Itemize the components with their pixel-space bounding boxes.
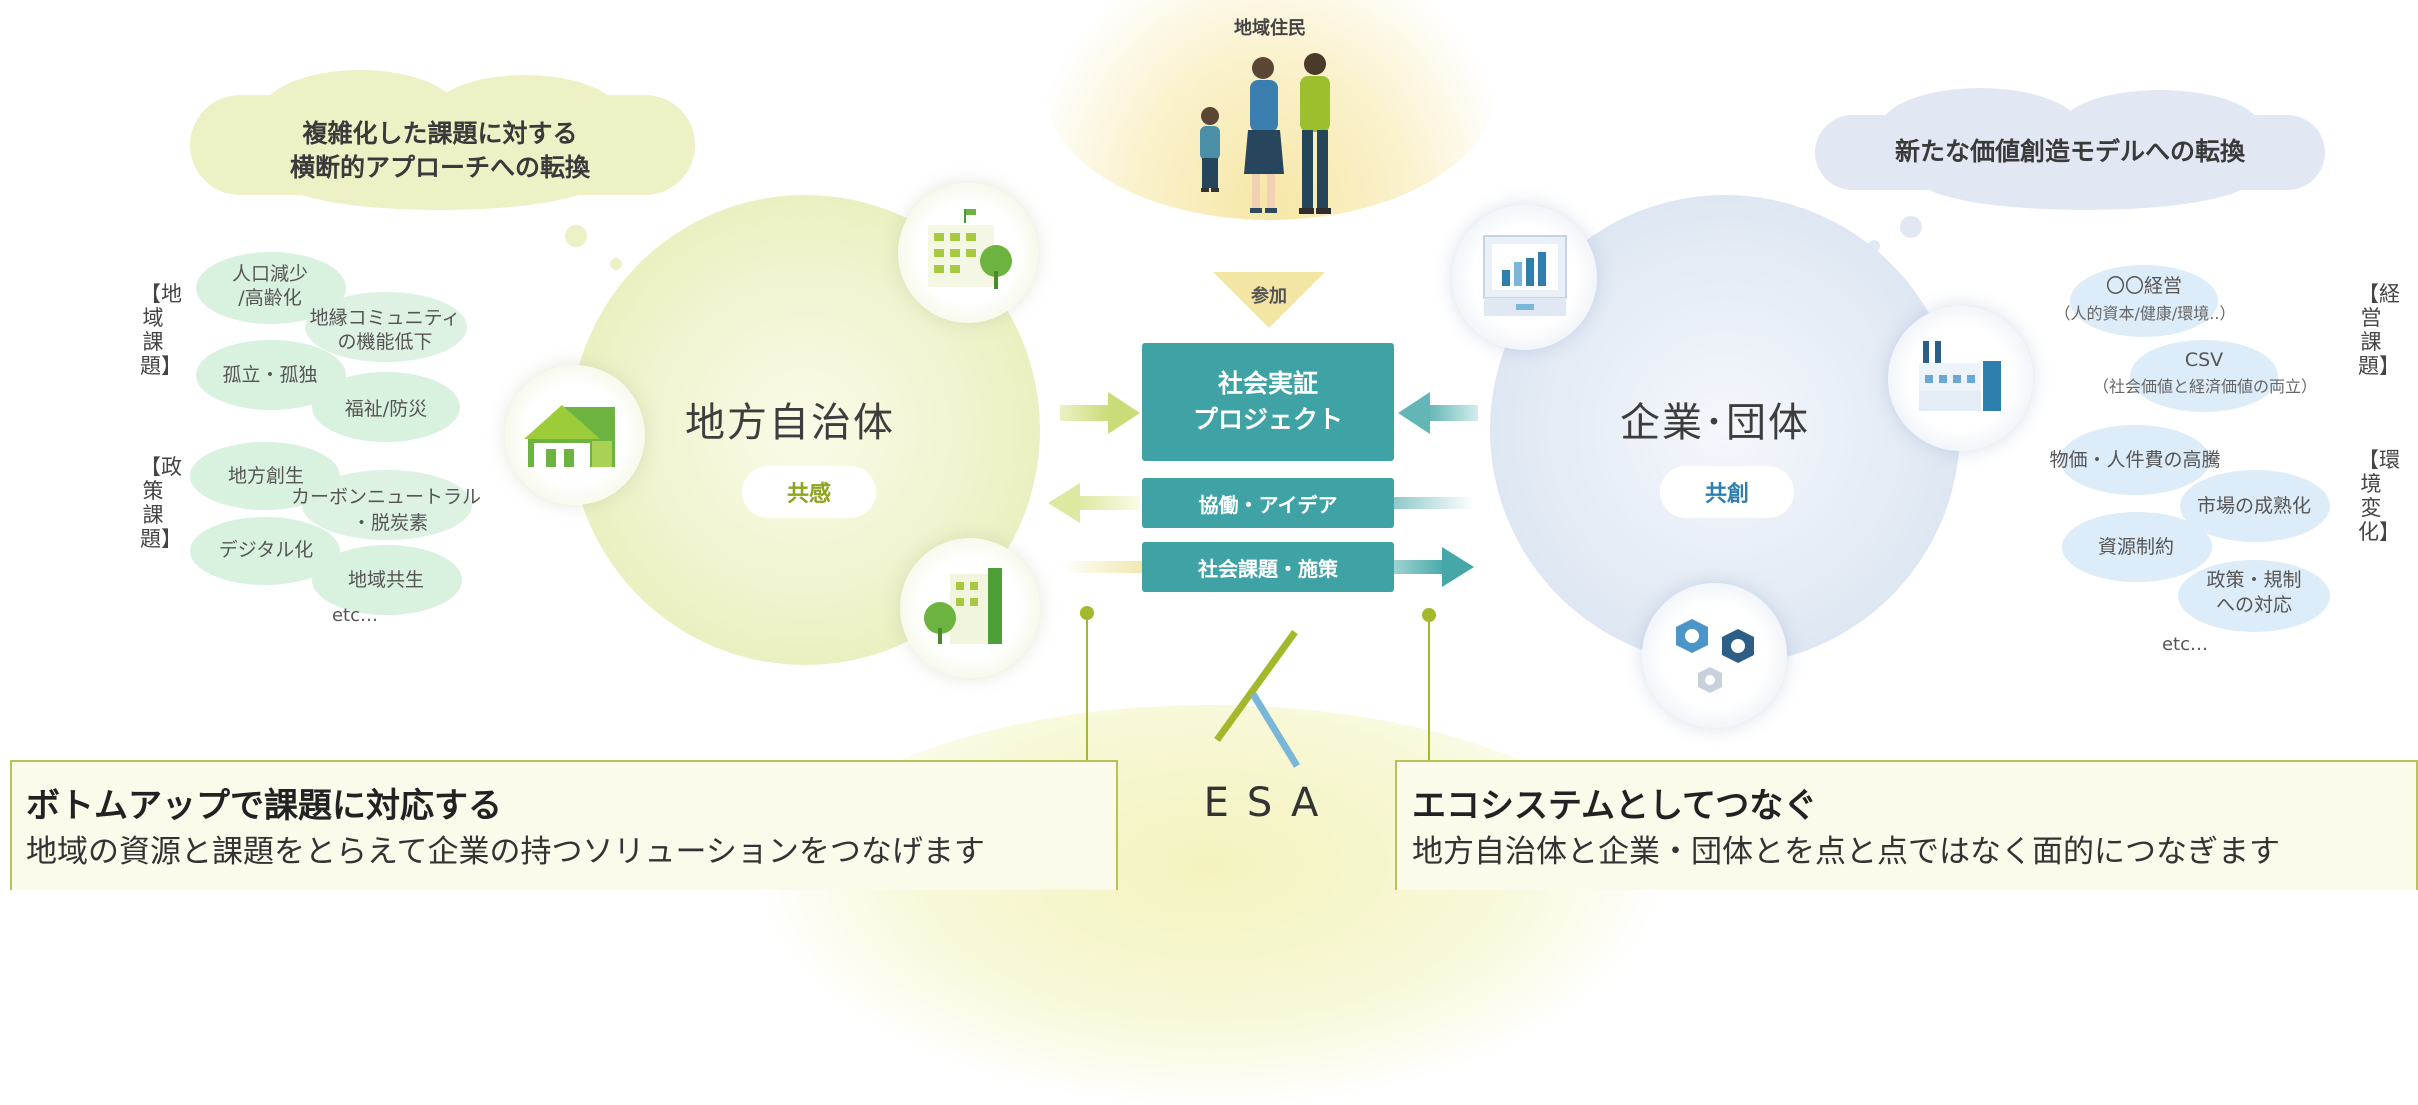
house-icon xyxy=(524,405,615,467)
project-line2: プロジェクト xyxy=(1192,405,1343,434)
issue-coexistence: 地域共生 xyxy=(347,569,424,591)
town-building-icon xyxy=(924,568,1002,644)
regional-issues-label: 【地域課題】 xyxy=(140,282,182,379)
right-arrow-to-project xyxy=(1060,392,1140,434)
issue-bubble xyxy=(2060,425,2210,495)
bottom-right-heading: エコシステムとしてつなぐ xyxy=(1412,786,1818,826)
issue-bubble xyxy=(2180,470,2330,542)
gears-icon xyxy=(1676,619,1754,693)
issue-carbon-line1: カーボンニュートラル xyxy=(290,486,481,508)
issue-community-line1: 地縁コミュニティ xyxy=(309,307,461,329)
left-connector-line xyxy=(1086,618,1088,760)
issue-csv: CSV xyxy=(2184,349,2224,371)
collaboration-right-line xyxy=(1394,497,1474,509)
issue-prices: 物価・人件費の高騰 xyxy=(2049,449,2221,471)
issue-market-maturity: 市場の成熟化 xyxy=(2196,495,2311,517)
issue-bubble xyxy=(2070,265,2218,337)
empathy-badge: 共感 xyxy=(742,466,876,518)
issue-revitalization: 地方創生 xyxy=(227,465,304,487)
left-cloud-puff xyxy=(260,70,460,160)
residents-label: 地域住民 xyxy=(1234,18,1306,39)
issue-bubble xyxy=(2178,560,2330,632)
issues-left-line xyxy=(1060,561,1142,573)
right-connector-line xyxy=(1428,620,1430,762)
issue-bubble xyxy=(2130,340,2278,412)
environment-change-label: 【環境変化】 xyxy=(2358,448,2400,545)
management-issues-label: 【経営課題】 xyxy=(2358,282,2400,379)
issue-bubble xyxy=(312,372,460,442)
gears-icon-circle xyxy=(1642,583,1787,728)
issues-right-arrow xyxy=(1394,547,1474,587)
left-cloud-line2: 横断的アプローチへの転換 xyxy=(289,153,590,182)
bottom-left-panel xyxy=(10,760,1118,890)
issue-digital: デジタル化 xyxy=(218,539,314,561)
issue-carbon-line2: ・脱炭素 xyxy=(351,512,428,534)
left-arrow-to-project xyxy=(1398,392,1478,434)
left-cloud-puff xyxy=(430,75,620,155)
bottom-right-panel xyxy=(1395,760,2418,890)
collaboration-left-arrow xyxy=(1048,483,1140,523)
issue-management-sub: （人的資本/健康/環境..） xyxy=(2054,304,2236,323)
bottom-right-subtext: 地方自治体と企業・団体とを点と点ではなく面的につなぎます xyxy=(1412,834,2280,870)
office-building-icon xyxy=(928,209,1012,289)
issue-population-line1: 人口減少 xyxy=(231,263,308,285)
issue-resources: 資源制約 xyxy=(2097,536,2174,558)
social-project-box: 社会実証 プロジェクト xyxy=(1142,343,1394,461)
co-creation-badge: 共創 xyxy=(1660,466,1794,518)
collaboration-box: 協働・アイデア xyxy=(1142,478,1394,528)
analytics-monitor-icon xyxy=(1483,235,1567,316)
issue-bubble xyxy=(2062,512,2212,582)
left-cloud-puff xyxy=(280,150,600,210)
issue-bubble xyxy=(312,545,462,615)
left-cloud-dot xyxy=(565,225,587,247)
company-title: 企業･団体 xyxy=(1620,400,1810,446)
issue-population-line2: /高齢化 xyxy=(238,287,302,309)
left-connector-dot xyxy=(1080,606,1094,620)
issue-etc: etc… xyxy=(331,605,379,626)
bottom-left-subtext: 地域の資源と課題をとらえて企業の持つソリューションをつなげます xyxy=(26,834,985,870)
issue-etc: etc… xyxy=(2161,634,2209,655)
esa-logo-text: ESA xyxy=(1203,780,1337,826)
issue-welfare: 福祉/防災 xyxy=(344,398,428,420)
issue-policy-line2: への対応 xyxy=(2215,594,2292,616)
policy-issues-label: 【政策課題】 xyxy=(140,455,182,552)
municipality-title: 地方自治体 xyxy=(685,400,895,446)
right-cloud-text: 新たな価値創造モデルへの転換 xyxy=(1894,137,2245,166)
social-issues-box: 社会課題・施策 xyxy=(1142,542,1394,592)
issue-policy-line1: 政策・規制 xyxy=(2206,569,2302,591)
issue-bubble xyxy=(302,470,472,540)
bottom-left-heading: ボトムアップで課題に対応する xyxy=(26,786,502,826)
right-connector-dot xyxy=(1422,608,1436,622)
right-cloud-dot xyxy=(1900,216,1922,238)
issue-community-line2: の機能低下 xyxy=(337,331,433,353)
factory-icon xyxy=(1919,341,2001,411)
esa-logo-mark-icon xyxy=(1214,629,1300,768)
join-label: 参加 xyxy=(1251,286,1287,307)
family-illustration-icon xyxy=(1200,53,1331,214)
issue-isolation: 孤立・孤独 xyxy=(222,364,318,386)
project-line1: 社会実証 xyxy=(1217,368,1318,398)
left-cloud-dot xyxy=(610,258,622,270)
issue-management: 〇〇経営 xyxy=(2105,275,2182,297)
join-arrow xyxy=(1213,272,1325,328)
issue-csv-sub: （社会価値と経済価値の両立） xyxy=(2092,377,2317,396)
issue-bubble xyxy=(305,292,467,362)
left-cloud-line1: 複雑化した課題に対する xyxy=(302,119,578,148)
right-cloud-puff xyxy=(1920,150,2250,210)
